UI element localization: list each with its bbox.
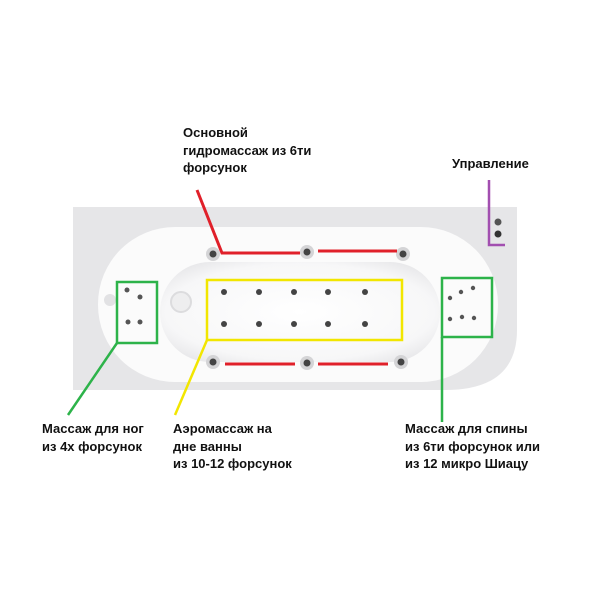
aero-callout	[173, 278, 404, 416]
foot-callout	[66, 280, 159, 416]
back-jet	[447, 295, 453, 301]
air-jet	[362, 321, 368, 327]
back-jet	[459, 314, 465, 320]
label-foot: Массаж для ног из 4х форсунок	[42, 420, 144, 455]
label-line: Аэромассаж на	[173, 421, 272, 436]
air-jet	[256, 289, 262, 295]
hydro-jet-core	[397, 358, 405, 366]
label-line: из 4х форсунок	[42, 438, 142, 454]
control-callout	[487, 180, 505, 247]
label-line: из 6ти форсунок или	[405, 438, 540, 454]
tub-basin	[160, 262, 440, 362]
label-back: Массаж для спины из 6ти форсунок или из …	[405, 420, 540, 473]
air-jet	[325, 321, 331, 327]
label-control: Управление	[452, 155, 529, 173]
air-jet	[221, 321, 227, 327]
drain	[170, 291, 192, 313]
air-jet	[256, 321, 262, 327]
label-line: Основной	[183, 125, 248, 140]
label-line: Массаж для ног	[42, 421, 144, 436]
back-jet	[470, 285, 476, 291]
back-callout	[440, 276, 494, 422]
label-line: из 12 микро Шиацу	[405, 456, 529, 471]
back-jet	[447, 316, 453, 322]
label-line: из 10-12 форсунок	[173, 456, 292, 471]
hydro-jet-core	[209, 250, 217, 258]
back-jet	[471, 315, 477, 321]
foot-jet	[124, 287, 130, 293]
hydro-callout	[195, 189, 397, 366]
foot-jet	[137, 294, 143, 300]
label-line: дне ванны	[173, 438, 242, 454]
back-jet	[458, 289, 464, 295]
label-line: Массаж для спины	[405, 421, 528, 436]
label-main-hydro: Основной гидромассаж из 6ти форсунок	[183, 124, 311, 177]
label-aero: Аэромассаж на дне ванны из 10-12 форсуно…	[173, 420, 292, 473]
hydro-jet-core	[303, 359, 311, 367]
hydro-jet-core	[399, 250, 407, 258]
label-line: Управление	[452, 156, 529, 171]
foot-jet	[137, 319, 143, 325]
air-jet	[291, 321, 297, 327]
foot-jet	[125, 319, 131, 325]
hydro-jet-core	[209, 358, 217, 366]
control-knob-2	[494, 230, 502, 238]
air-jet	[325, 289, 331, 295]
control-knob-1	[494, 218, 502, 226]
overflow	[104, 294, 116, 306]
label-line: форсунок	[183, 160, 247, 175]
label-line: гидромассаж из 6ти	[183, 142, 312, 158]
air-jet	[291, 289, 297, 295]
air-jet	[362, 289, 368, 295]
hydro-jet-core	[303, 248, 311, 256]
air-jet	[221, 289, 227, 295]
